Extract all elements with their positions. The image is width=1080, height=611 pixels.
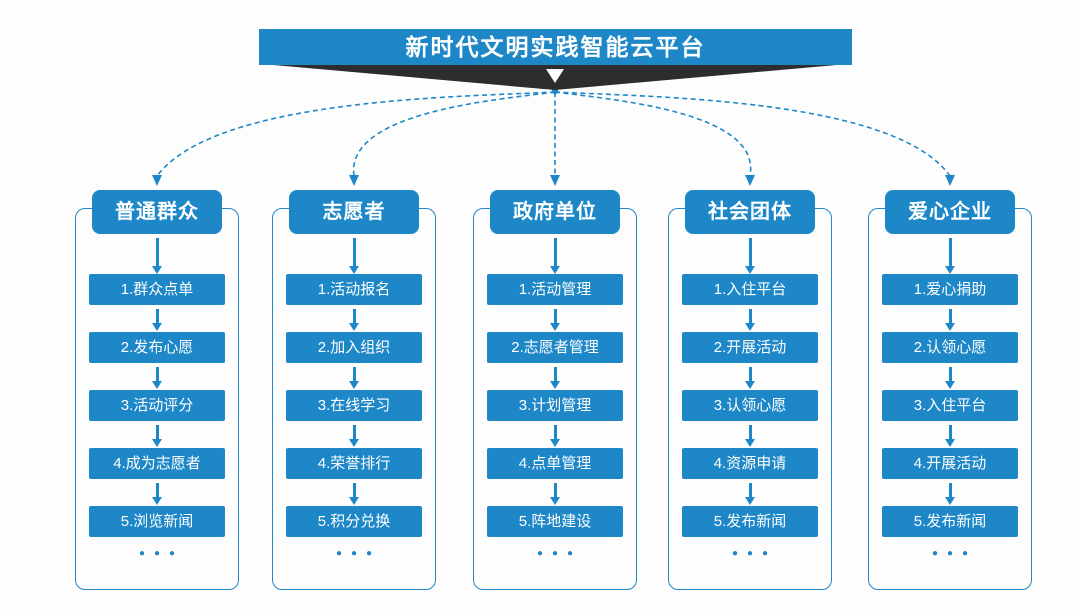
flow-step: 3.活动评分 bbox=[89, 390, 225, 421]
flow-step: 1.入住平台 bbox=[682, 274, 818, 305]
flow-step: 4.开展活动 bbox=[882, 448, 1018, 479]
column-general-public: 普通群众 1.群众点单 2.发布心愿 3.活动评分 4.成为志愿者 5.浏览新闻… bbox=[58, 0, 256, 611]
flow-step: 2.志愿者管理 bbox=[487, 332, 623, 363]
down-arrow-icon bbox=[745, 175, 755, 186]
flow-step: 1.爱心捐助 bbox=[882, 274, 1018, 305]
down-arrow bbox=[553, 367, 557, 381]
down-arrow bbox=[553, 483, 557, 497]
down-arrow bbox=[352, 367, 356, 381]
down-arrow bbox=[155, 425, 159, 439]
flow-step: 4.成为志愿者 bbox=[89, 448, 225, 479]
down-arrow-icon bbox=[546, 69, 564, 83]
column-social-groups: 社会团体 1.入住平台 2.开展活动 3.认领心愿 4.资源申请 5.发布新闻 … bbox=[651, 0, 849, 611]
flow-step: 2.发布心愿 bbox=[89, 332, 225, 363]
more-dots: ●●● bbox=[731, 548, 778, 559]
flow-step: 2.开展活动 bbox=[682, 332, 818, 363]
flow-step: 4.点单管理 bbox=[487, 448, 623, 479]
down-arrow bbox=[748, 238, 752, 266]
down-arrow bbox=[748, 425, 752, 439]
down-arrow bbox=[948, 425, 952, 439]
column-header-government-units: 政府单位 bbox=[490, 190, 620, 234]
down-arrow bbox=[748, 309, 752, 323]
down-arrow bbox=[948, 483, 952, 497]
column-header-social-groups: 社会团体 bbox=[685, 190, 815, 234]
flow-step: 1.群众点单 bbox=[89, 274, 225, 305]
down-arrow bbox=[352, 483, 356, 497]
down-arrow bbox=[352, 238, 356, 266]
down-arrow bbox=[748, 367, 752, 381]
column-caring-enterprises: 爱心企业 1.爱心捐助 2.认领心愿 3.入住平台 4.开展活动 5.发布新闻 … bbox=[851, 0, 1049, 611]
flow-step: 4.荣誉排行 bbox=[286, 448, 422, 479]
more-dots: ●●● bbox=[138, 548, 185, 559]
flow-step: 4.资源申请 bbox=[682, 448, 818, 479]
platform-title: 新时代文明实践智能云平台 bbox=[405, 34, 706, 60]
platform-title-banner: 新时代文明实践智能云平台 bbox=[259, 29, 852, 65]
down-arrow bbox=[553, 425, 557, 439]
flow-step: 3.计划管理 bbox=[487, 390, 623, 421]
column-volunteers: 志愿者 1.活动报名 2.加入组织 3.在线学习 4.荣誉排行 5.积分兑换 ●… bbox=[255, 0, 453, 611]
down-arrow bbox=[155, 238, 159, 266]
flow-step: 1.活动报名 bbox=[286, 274, 422, 305]
connector-curve bbox=[156, 91, 556, 177]
column-government-units: 政府单位 1.活动管理 2.志愿者管理 3.计划管理 4.点单管理 5.阵地建设… bbox=[456, 0, 654, 611]
more-dots: ●●● bbox=[335, 548, 382, 559]
down-arrow bbox=[948, 238, 952, 266]
down-arrow bbox=[948, 309, 952, 323]
connector-curve bbox=[554, 91, 951, 177]
banner-ribbon-wedge bbox=[262, 64, 848, 90]
more-dots: ●●● bbox=[931, 548, 978, 559]
column-header-caring-enterprises: 爱心企业 bbox=[885, 190, 1015, 234]
down-arrow-icon bbox=[550, 175, 560, 186]
flow-step: 5.积分兑换 bbox=[286, 506, 422, 537]
down-arrow bbox=[155, 367, 159, 381]
flow-step: 1.活动管理 bbox=[487, 274, 623, 305]
flow-step: 3.认领心愿 bbox=[682, 390, 818, 421]
down-arrow-icon bbox=[349, 175, 359, 186]
column-header-volunteers: 志愿者 bbox=[289, 190, 419, 234]
down-arrow bbox=[553, 309, 557, 323]
flow-step: 5.浏览新闻 bbox=[89, 506, 225, 537]
down-arrow bbox=[748, 483, 752, 497]
down-arrow bbox=[155, 483, 159, 497]
column-header-general-public: 普通群众 bbox=[92, 190, 222, 234]
down-arrow bbox=[948, 367, 952, 381]
down-arrow bbox=[155, 309, 159, 323]
flow-step: 2.认领心愿 bbox=[882, 332, 1018, 363]
down-arrow bbox=[553, 238, 557, 266]
flow-step: 5.发布新闻 bbox=[882, 506, 1018, 537]
down-arrow bbox=[352, 309, 356, 323]
connector-curve bbox=[353, 91, 556, 177]
flow-step: 2.加入组织 bbox=[286, 332, 422, 363]
flow-step: 3.在线学习 bbox=[286, 390, 422, 421]
flow-step: 5.发布新闻 bbox=[682, 506, 818, 537]
more-dots: ●●● bbox=[536, 548, 583, 559]
down-arrow-icon bbox=[152, 175, 162, 186]
down-arrow bbox=[352, 425, 356, 439]
flow-step: 5.阵地建设 bbox=[487, 506, 623, 537]
connector-curve bbox=[554, 91, 752, 177]
down-arrow-icon bbox=[945, 175, 955, 186]
flow-step: 3.入住平台 bbox=[882, 390, 1018, 421]
